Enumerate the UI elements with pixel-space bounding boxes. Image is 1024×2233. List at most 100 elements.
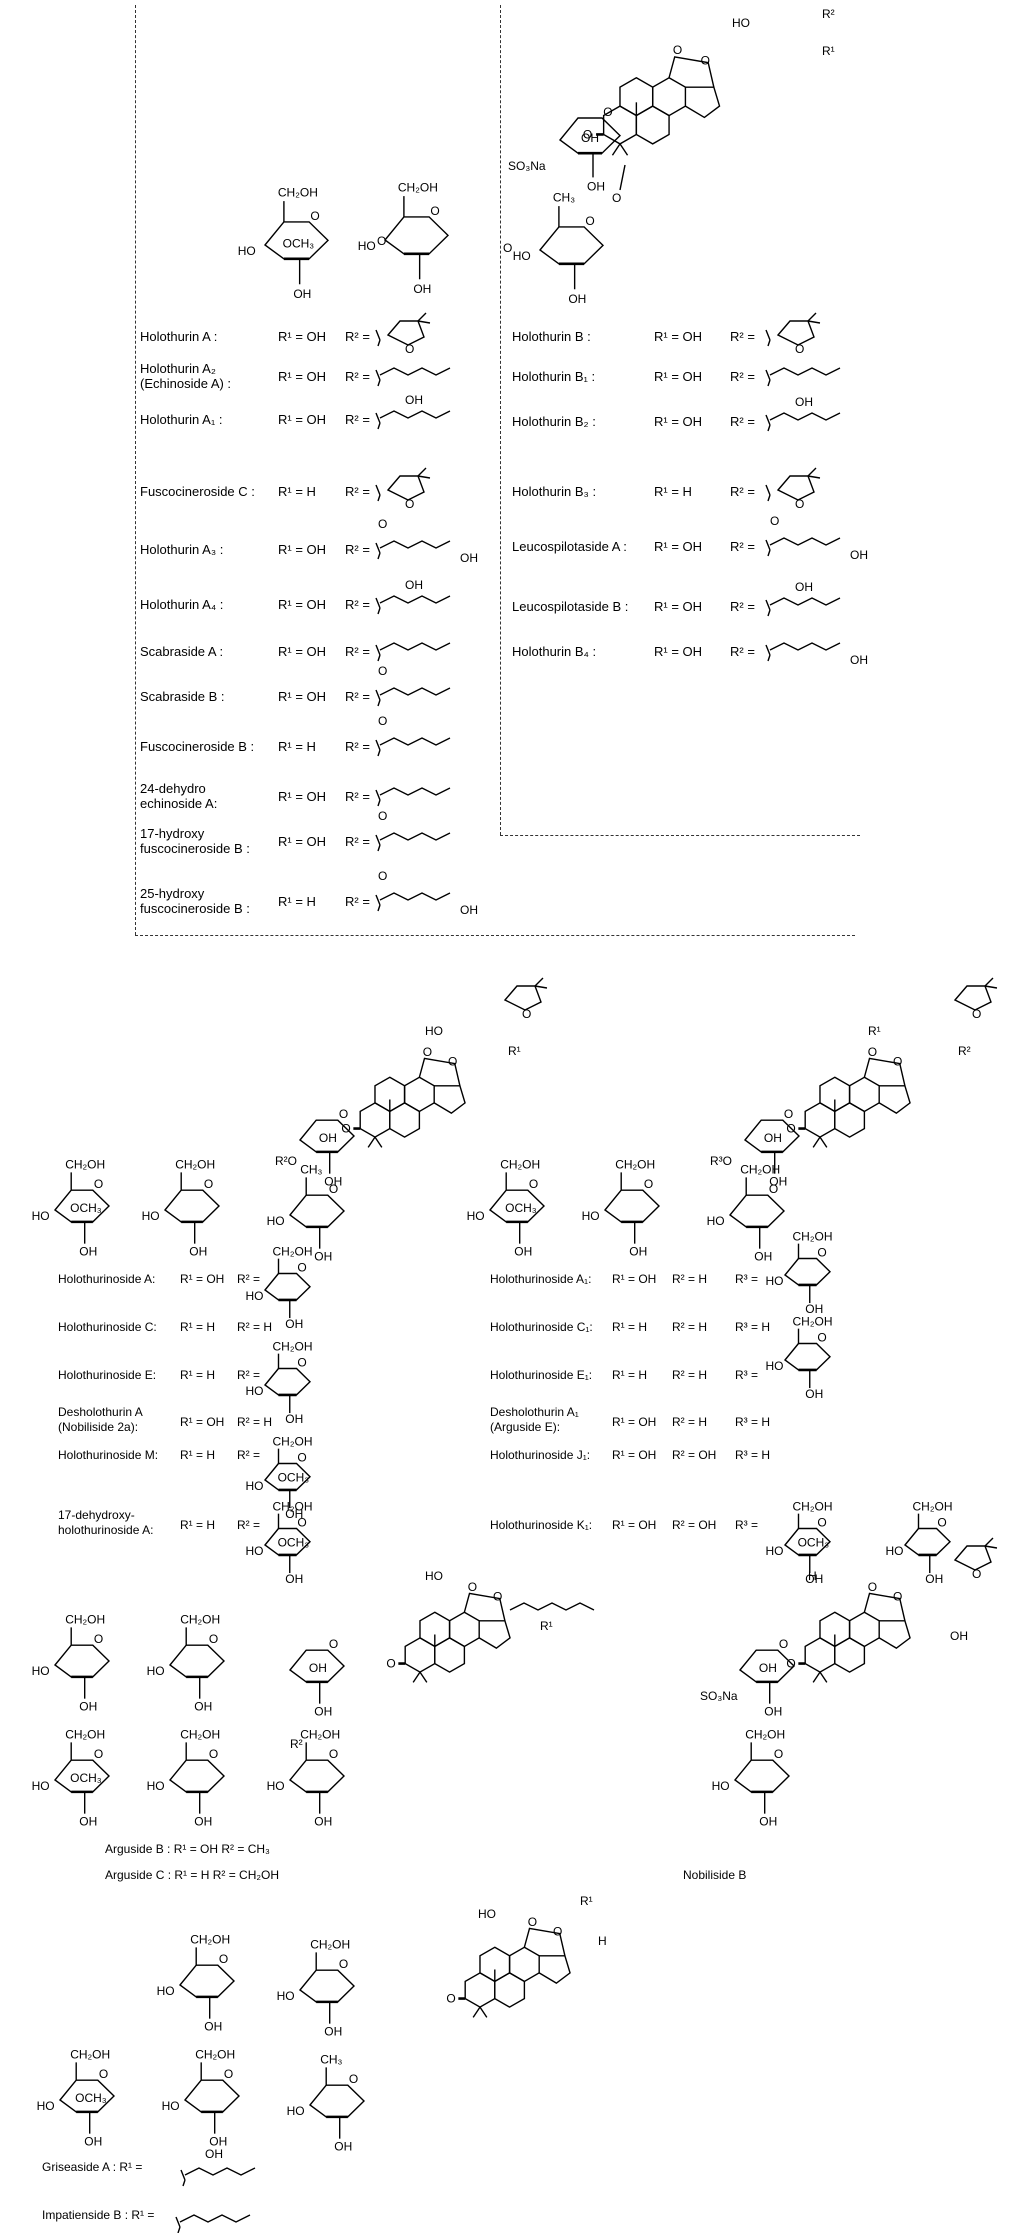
mid-left-r2-1: R² = H (237, 1320, 273, 1334)
top-aglycone-o3: O (583, 127, 592, 141)
arg-r1: R¹ (540, 1619, 553, 1633)
mid-left-r1-5: R¹ = H (180, 1518, 216, 1532)
gri-s2-oh: OH (204, 2020, 222, 2034)
right-thf-3-methyls (807, 467, 821, 479)
mid-sub-r1-c6-label: CH₂OH (793, 1229, 833, 1243)
nob-aglycone-gem-dimethyl (812, 1671, 828, 1683)
left-thf-3-methyls (417, 467, 431, 479)
griseaside-a-label: Griseaside A : R¹ = (42, 2160, 143, 2174)
gri-s1-oh: OH (324, 2025, 342, 2039)
right-term-oh-4: OH (850, 548, 868, 562)
top-left-name-6: Scabraside A : (140, 644, 224, 659)
mid-right-r2-1: R² = H (672, 1320, 708, 1334)
mid-right-r2-3: R² = H (672, 1415, 708, 1429)
mid-left-r1-0: R¹ = OH (180, 1272, 225, 1286)
top-right-r1-3: R¹ = H (654, 484, 692, 499)
mid-sub-2-ring-o: O (297, 1356, 306, 1370)
left-thf-3-o: O (405, 497, 414, 511)
right-thf-3 (776, 475, 815, 501)
left-chain-1 (379, 367, 451, 376)
mid-right-name-3: Desholothurin A₁ (Arguside E): (490, 1405, 579, 1434)
left-oh-5: OH (405, 578, 423, 592)
arg-s1-inner-oh: OH (309, 1661, 327, 1675)
top-left-name-3: Fuscocineroside C : (140, 484, 255, 499)
mid-sub-r1-oh: OH (805, 1302, 823, 1316)
nob-thf-methyls (984, 1537, 998, 1549)
mid-left-meglc-c6-label: CH₂OH (65, 1157, 105, 1171)
gri-r1-b (179, 2214, 251, 2223)
arguside-b-label: Arguside B : R¹ = OH R² = CH₃ (105, 1842, 270, 1856)
mid-left-aglycone-ring-o: O (448, 1054, 457, 1068)
top-aglycone-ring-e (685, 86, 721, 119)
mid-right-r1-0: R¹ = OH (612, 1272, 657, 1286)
arg-s6-oh: OH (79, 1815, 97, 1829)
mid-right-r2-4: R² = OH (672, 1448, 717, 1462)
mid-right-r3-5: R³ = (735, 1518, 759, 1532)
mid-left-aglycone-ring-a (359, 1102, 391, 1138)
top-right-r2-1: R² = (730, 369, 755, 384)
mid-sub-r4-ring-o: O (937, 1516, 946, 1530)
mid-sub-r2-oh: OH (805, 1387, 823, 1401)
mid-sub-r2-ring-o: O (817, 1331, 826, 1345)
top-right-name-1: Holothurin B₁ : (512, 369, 596, 384)
mid-sub-2-oh: OH (285, 1412, 303, 1426)
left-chain-4 (379, 540, 451, 549)
mid-right-r3-0: R³ = (735, 1272, 759, 1286)
arg-s2-ring-o: O (209, 1632, 218, 1646)
mid-sub-r4-ring (903, 1527, 952, 1556)
mid-sub-2-ho: HO (246, 1384, 264, 1398)
top-right-r2-4: R² = (730, 539, 755, 554)
left-thf-0-o: O (405, 342, 414, 356)
right-chain-2 (769, 412, 841, 421)
gri-s3-ring (308, 2084, 366, 2118)
mid-left-r1-2: R¹ = H (180, 1368, 216, 1382)
left-keto-7: O (378, 664, 387, 678)
top-left-name-5: Holothurin A₄ : (140, 597, 224, 612)
top-right-name-4: Leucospilotaside A : (512, 539, 627, 554)
top-left-r1-11: R¹ = H (278, 894, 316, 909)
mid-sub-r3-ring-o: O (817, 1516, 826, 1530)
mid-right-r2-2: R² = H (672, 1368, 708, 1382)
left-chain-6 (379, 642, 451, 651)
nob-thf (953, 1545, 992, 1571)
top-left-name-1: Holothurin A₂ (Echinoside A) : (140, 361, 232, 391)
gri-r1-a-wavy (180, 2169, 186, 2187)
nob-aglycone-ring-c (848, 1611, 880, 1648)
mid-left-aglycone-ring-b (389, 1102, 421, 1138)
arg-s1-oh: OH (314, 1705, 332, 1719)
mid-sub-3-c6-label: CH₂OH (273, 1434, 313, 1448)
top-left-r2-8: R² = (345, 739, 370, 754)
arg-s2-ring (168, 1644, 226, 1678)
right-r2-2-wavy (765, 414, 771, 432)
mid-sub-r3-ho: HO (766, 1544, 784, 1558)
mid-left-glc-ring (163, 1189, 221, 1223)
top-left-name-11: 25-hydroxy fuscocineroside B : (140, 886, 250, 916)
arg-s2-ho: HO (147, 1664, 165, 1678)
top-right-r2-3: R² = (730, 484, 755, 499)
nob-aglycone-lactone (863, 1592, 906, 1621)
right-thf-3-o: O (795, 497, 804, 511)
top-xylose-oh: OH (587, 180, 605, 194)
mid-sub-r2-ho: HO (766, 1359, 784, 1373)
gri-aglycone-ring-a (464, 1972, 496, 2008)
mid-sub-3-ho: HO (246, 1479, 264, 1493)
nob-glc-ring-o: O (774, 1747, 783, 1761)
top-3omeglc-oh: OH (293, 287, 311, 301)
mid-sub-r3-c6-label: CH₂OH (793, 1499, 833, 1513)
arg-aglycone-ring-a (404, 1637, 436, 1673)
gri-s4-oh: OH (209, 2135, 227, 2149)
nob-so3na: SO₃Na (700, 1689, 738, 1703)
mid-sub-2-c6-label: CH₂OH (273, 1339, 313, 1353)
right-r2-5-wavy (765, 599, 771, 617)
mid-left-qui-ring (288, 1194, 346, 1228)
arg-s6-och3: OCH₃ (70, 1771, 102, 1785)
mid-sub-r1-ring (783, 1257, 832, 1286)
right-r2-6-wavy (765, 644, 771, 662)
gri-s3-ho: HO (287, 2104, 305, 2118)
left-r2-11-wavy (375, 894, 381, 912)
arg-aglycone-ring-e (478, 1620, 511, 1650)
arg-s2-c6-label: CH₂OH (180, 1612, 220, 1626)
mid-left-thf-methyls (534, 977, 548, 989)
top-right-name-6: Holothurin B₄ : (512, 644, 597, 659)
nob-aglycone-ring-e (878, 1620, 911, 1650)
